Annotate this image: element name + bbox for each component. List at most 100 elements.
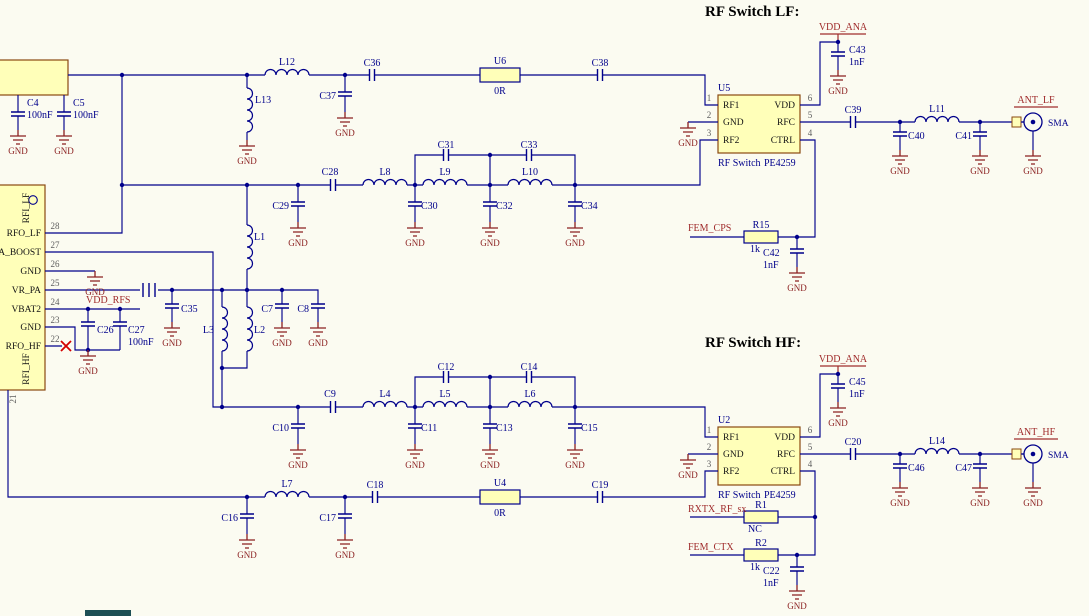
resistor-U6-body[interactable] xyxy=(479,67,521,83)
u5-pin-gnd: GND xyxy=(723,118,744,128)
ref-C17: C17 xyxy=(319,513,336,524)
ref-C15: C15 xyxy=(581,423,598,434)
ref-C5: C5 xyxy=(73,98,85,109)
u2-pin-ctrl: CTRL xyxy=(771,467,795,477)
ref-C26: C26 xyxy=(97,325,114,336)
val-C42: 1nF xyxy=(763,260,779,271)
bottom-edge-artifact xyxy=(85,610,131,616)
resistor-R2-body[interactable] xyxy=(743,548,779,562)
ref-C45: C45 xyxy=(849,377,866,388)
resistor-R1-body[interactable] xyxy=(743,510,779,524)
ref-C32: C32 xyxy=(496,201,513,212)
u5-num-2: 2 xyxy=(707,110,712,120)
gnd-label: GND xyxy=(480,460,500,470)
rf-switch-U5-body[interactable] xyxy=(717,94,801,154)
ic-pin-name-rfo-hf: RFO_HF xyxy=(6,342,41,352)
u2-part: PE4259 xyxy=(764,490,796,501)
net-label-ant-hf: ANT_HF xyxy=(1017,427,1056,438)
gnd-labels: GND GND GND GND GND GND GND GND GND GND … xyxy=(8,86,1043,611)
u5-pin-rf1: RF1 xyxy=(723,101,740,111)
ref-C28: C28 xyxy=(322,167,339,178)
ref-L3: L3 xyxy=(203,325,214,336)
gnd-label: GND xyxy=(1023,166,1043,176)
ref-L11: L11 xyxy=(929,104,945,115)
gnd-label: GND xyxy=(565,460,585,470)
power-label-vdd-ana-lf: VDD_ANA xyxy=(819,22,868,33)
ref-C11: C11 xyxy=(421,423,437,434)
net-label-ant-lf: ANT_LF xyxy=(1017,95,1055,106)
gnd-label: GND xyxy=(405,238,425,248)
ic-pin-name-gnd2: GND xyxy=(20,323,41,333)
gnd-label: GND xyxy=(787,283,807,293)
gnd-label: GND xyxy=(565,238,585,248)
u5-pin-rf2: RF2 xyxy=(723,136,740,146)
ref-L9: L9 xyxy=(439,167,450,178)
ref-U6: U6 xyxy=(494,56,506,67)
u5-num-4: 4 xyxy=(808,128,813,138)
gnd-label: GND xyxy=(480,238,500,248)
resistor-U4-body[interactable] xyxy=(479,489,521,505)
ref-L7: L7 xyxy=(281,479,292,490)
u5-desc: RF Switch xyxy=(718,158,761,169)
u2-num-1: 1 xyxy=(707,425,712,435)
u2-num-6: 6 xyxy=(808,425,813,435)
triple-pad-marks xyxy=(142,283,156,297)
ref-C9: C9 xyxy=(324,389,336,400)
ref-C30: C30 xyxy=(421,201,438,212)
ref-C34: C34 xyxy=(581,201,598,212)
ic-pin-num-21: 21 xyxy=(8,395,18,404)
val-C5: 100nF xyxy=(73,110,99,121)
gnd-label: GND xyxy=(288,460,308,470)
u2-num-3: 3 xyxy=(707,459,712,469)
ref-C29: C29 xyxy=(272,201,289,212)
power-port-bars xyxy=(820,33,1058,440)
gnd-label: GND xyxy=(308,338,328,348)
section-title-hf: RF Switch HF: xyxy=(705,335,801,351)
gnd-label: GND xyxy=(78,366,98,376)
ref-L13: L13 xyxy=(255,95,271,106)
u2-pin-rf2: RF2 xyxy=(723,467,740,477)
rf-switch-U2-body[interactable] xyxy=(717,426,801,486)
val-R15: 1k xyxy=(750,244,760,255)
ref-C42: C42 xyxy=(763,248,780,259)
ref-U2: U2 xyxy=(718,415,730,426)
u2-pin-gnd: GND xyxy=(723,450,744,460)
u5-num-5: 5 xyxy=(808,110,813,120)
wires xyxy=(7,41,1034,585)
gnd-label: GND xyxy=(335,128,355,138)
net-label-fem-cps: FEM_CPS xyxy=(688,223,731,234)
u5-pin-ctrl: CTRL xyxy=(771,136,795,146)
wire-left-pins-bias xyxy=(17,95,330,408)
wire-lf-filter-chain xyxy=(122,139,718,222)
ref-U5: U5 xyxy=(718,83,730,94)
ref-C22: C22 xyxy=(763,566,780,577)
ref-C31: C31 xyxy=(438,140,455,151)
gnd-label: GND xyxy=(405,460,425,470)
gnd-label: GND xyxy=(288,238,308,248)
gnd-label: GND xyxy=(970,166,990,176)
ref-C46: C46 xyxy=(908,463,925,474)
gnd-label: GND xyxy=(678,470,698,480)
ic-pin-num-23: 23 xyxy=(51,315,61,325)
u2-num-2: 2 xyxy=(707,442,712,452)
ref-C40: C40 xyxy=(908,131,925,142)
ref-C19: C19 xyxy=(592,480,609,491)
ic-marker-circle xyxy=(28,195,38,205)
gnd-label: GND xyxy=(970,498,990,508)
resistor-R15-body[interactable] xyxy=(743,230,779,244)
ref-R2: R2 xyxy=(755,538,767,549)
ref-C27: C27 xyxy=(128,325,145,336)
val-C22: 1nF xyxy=(763,578,779,589)
ic-topleft-body[interactable] xyxy=(0,59,69,96)
ref-C4: C4 xyxy=(27,98,39,109)
gnd-label: GND xyxy=(890,166,910,176)
u5-pin-rfc: RFC xyxy=(777,118,795,128)
net-label-vdd-rfs: VDD_RFS xyxy=(86,295,130,306)
ref-C12: C12 xyxy=(438,362,455,373)
ref-C8: C8 xyxy=(297,304,309,315)
gnd-label: GND xyxy=(85,287,105,297)
transceiver-ic-body[interactable] xyxy=(0,184,46,391)
